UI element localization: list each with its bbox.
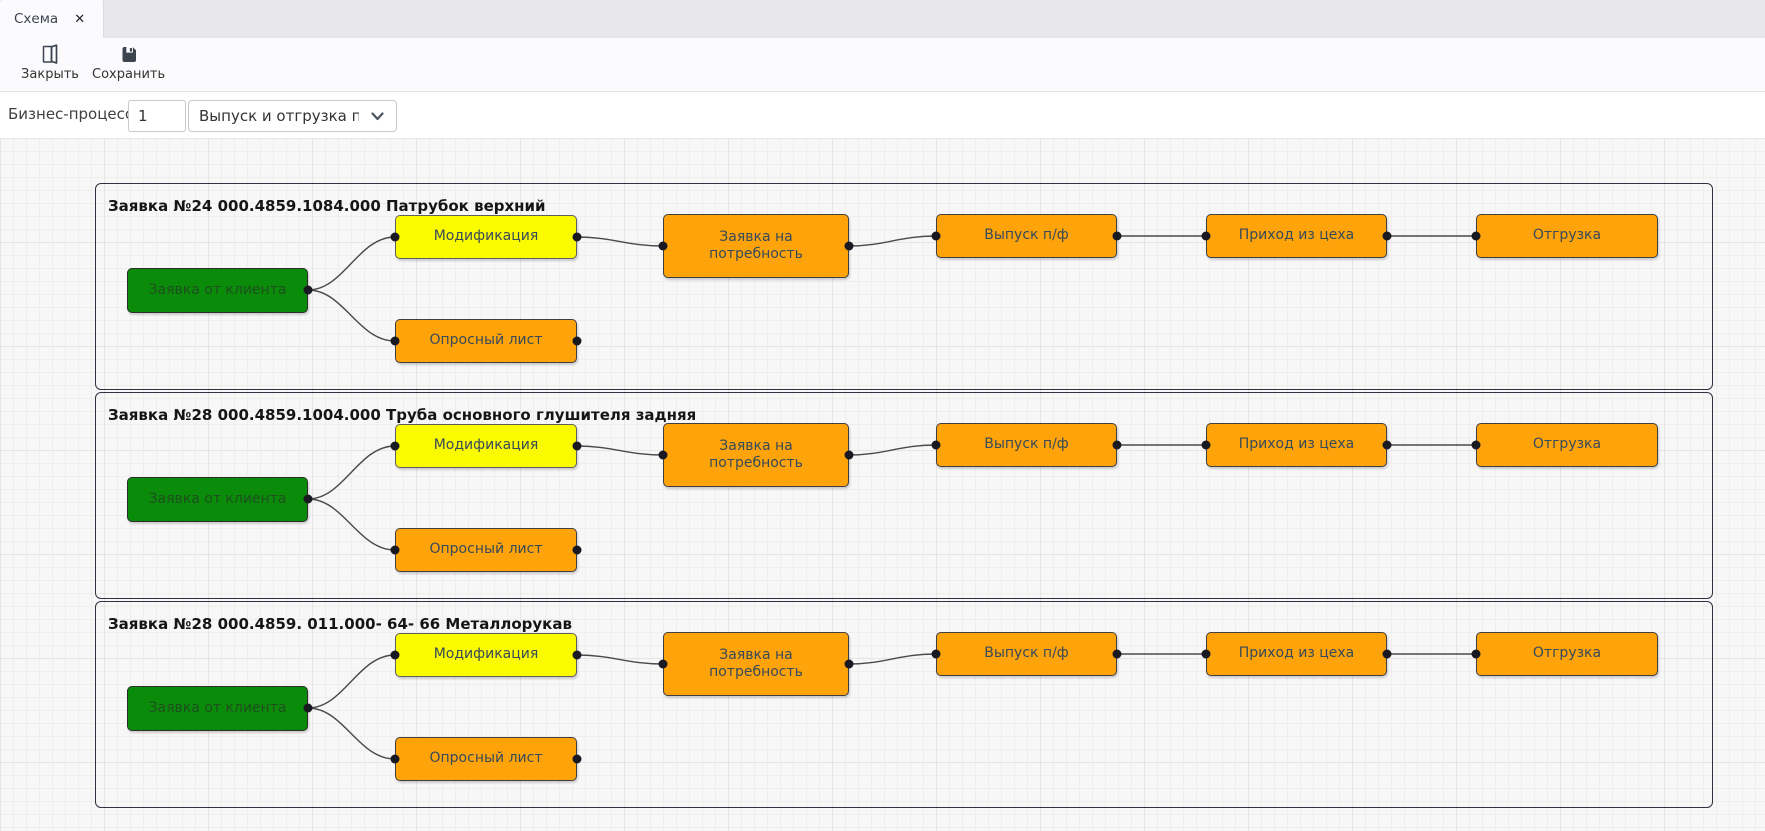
connector-line <box>307 707 396 760</box>
toolbar: Закрыть Сохранить О <box>0 38 1765 117</box>
connector-line <box>307 498 396 551</box>
process-number-input[interactable] <box>128 100 186 132</box>
chevron-down-icon <box>371 111 384 120</box>
diagram-canvas[interactable]: Заявка №24 000.4859.1084.000 Патрубок ве… <box>0 138 1765 831</box>
connector-line <box>307 654 396 709</box>
connector-layer <box>303 440 1481 555</box>
group-title: Заявка №24 000.4859.1084.000 Патрубок ве… <box>108 197 546 215</box>
node-demand-request[interactable]: Заявка на потребность <box>663 423 849 487</box>
tab-bar: Схема ✕ <box>0 0 1765 38</box>
door-open-icon <box>42 44 58 64</box>
node-modification[interactable]: Модификация <box>395 215 577 259</box>
node-semifinished-release[interactable]: Выпуск п/ф <box>936 632 1117 676</box>
node-modification[interactable]: Модификация <box>395 424 577 468</box>
node-client-request[interactable]: Заявка от клиента <box>127 686 308 731</box>
node-shipment[interactable]: Отгрузка <box>1476 632 1658 676</box>
business-process-label: Бизнес-процесс <box>8 105 134 123</box>
node-workshop-arrival[interactable]: Приход из цеха <box>1206 214 1387 258</box>
process-group[interactable]: Заявка №24 000.4859.1084.000 Патрубок ве… <box>95 183 1713 390</box>
node-demand-request[interactable]: Заявка на потребность <box>663 214 849 278</box>
node-modification[interactable]: Модификация <box>395 633 577 677</box>
connector-line <box>848 235 937 247</box>
tab-schema[interactable]: Схема ✕ <box>0 0 104 38</box>
node-questionnaire[interactable]: Опросный лист <box>395 528 577 572</box>
node-client-request[interactable]: Заявка от клиента <box>127 268 308 313</box>
node-semifinished-release[interactable]: Выпуск п/ф <box>936 423 1117 467</box>
node-shipment[interactable]: Отгрузка <box>1476 423 1658 467</box>
process-select-value: Выпуск и отгрузка проду <box>199 107 359 125</box>
connector-line <box>307 445 396 500</box>
connector-line <box>848 444 937 456</box>
group-title: Заявка №28 000.4859.1004.000 Труба основ… <box>108 406 697 424</box>
node-shipment[interactable]: Отгрузка <box>1476 214 1658 258</box>
node-client-request[interactable]: Заявка от клиента <box>127 477 308 522</box>
connector-line <box>576 654 664 665</box>
connector-line <box>307 289 396 342</box>
tab-label: Схема <box>14 11 59 27</box>
process-group[interactable]: Заявка №28 000.4859.1004.000 Труба основ… <box>95 392 1713 599</box>
close-icon[interactable]: ✕ <box>74 11 86 27</box>
save-button-label: Сохранить <box>92 67 166 82</box>
node-workshop-arrival[interactable]: Приход из цеха <box>1206 423 1387 467</box>
connector-layer <box>303 649 1481 764</box>
node-demand-request[interactable]: Заявка на потребность <box>663 632 849 696</box>
process-select[interactable]: Выпуск и отгрузка проду <box>188 100 397 132</box>
connector-line <box>576 445 664 456</box>
node-questionnaire[interactable]: Опросный лист <box>395 319 577 363</box>
connector-line <box>576 236 664 247</box>
close-button-label: Закрыть <box>21 67 79 82</box>
connector-line <box>307 236 396 291</box>
connector-line <box>848 653 937 665</box>
close-button[interactable]: Закрыть <box>14 38 86 82</box>
node-questionnaire[interactable]: Опросный лист <box>395 737 577 781</box>
floppy-disk-icon <box>122 47 136 62</box>
node-workshop-arrival[interactable]: Приход из цеха <box>1206 632 1387 676</box>
process-group[interactable]: Заявка №28 000.4859. 011.000- 64- 66 Мет… <box>95 601 1713 808</box>
node-semifinished-release[interactable]: Выпуск п/ф <box>936 214 1117 258</box>
save-button[interactable]: Сохранить <box>86 38 171 82</box>
group-title: Заявка №28 000.4859. 011.000- 64- 66 Мет… <box>108 615 572 633</box>
connector-layer <box>303 231 1481 346</box>
